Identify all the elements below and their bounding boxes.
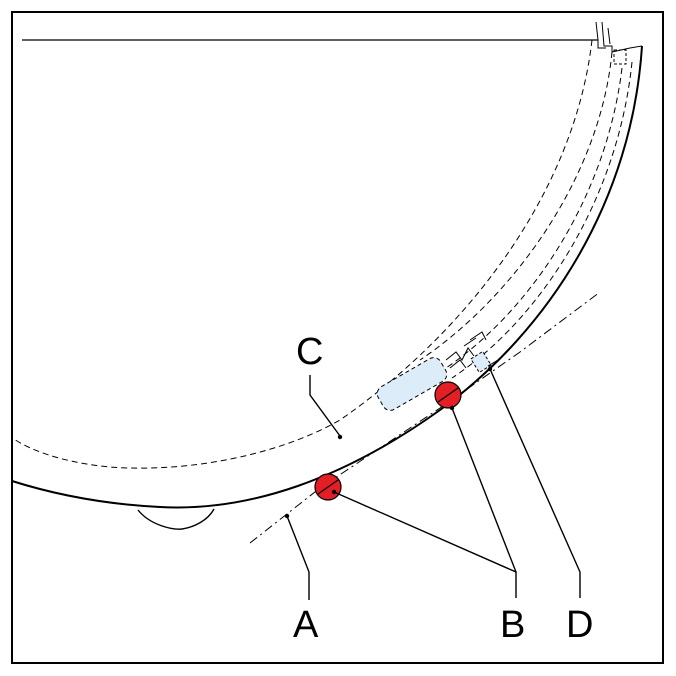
sensor-tab	[487, 359, 499, 367]
leader-d-dot	[487, 366, 493, 372]
diagram-frame	[11, 11, 664, 664]
leader-c-dot	[337, 434, 343, 440]
red-marker-1-line	[317, 479, 339, 495]
leader-b-2-dot	[449, 405, 455, 411]
dashed-ring-1	[451, 61, 633, 379]
drum-contour-dashed	[13, 39, 593, 469]
alignment-line-a	[249, 291, 601, 544]
hinge-bracket-detail	[595, 21, 643, 65]
inner-dashed-rings	[13, 39, 633, 469]
latch-part	[376, 331, 499, 411]
leader-c	[309, 375, 341, 437]
red-marker-2-line	[437, 387, 459, 403]
callout-label-b: B	[500, 604, 525, 646]
leader-end-dots	[284, 366, 493, 519]
leader-a-dot	[284, 513, 290, 519]
dashed-ring-3	[419, 51, 613, 361]
callout-label-d: D	[566, 604, 593, 646]
outer-housing-curve	[11, 45, 643, 509]
dashed-ring-2	[439, 67, 623, 373]
leader-a	[286, 515, 310, 600]
leader-b-2	[451, 407, 517, 573]
latch-body	[376, 357, 448, 411]
latch-spring-detail	[445, 331, 487, 369]
leader-d	[489, 368, 581, 598]
callout-label-a: A	[293, 604, 319, 646]
sensor-block	[470, 350, 492, 374]
leader-lines	[286, 368, 581, 600]
callout-label-c: C	[296, 331, 323, 373]
leader-b-1-dot	[331, 489, 337, 495]
bottom-foot	[137, 508, 215, 530]
